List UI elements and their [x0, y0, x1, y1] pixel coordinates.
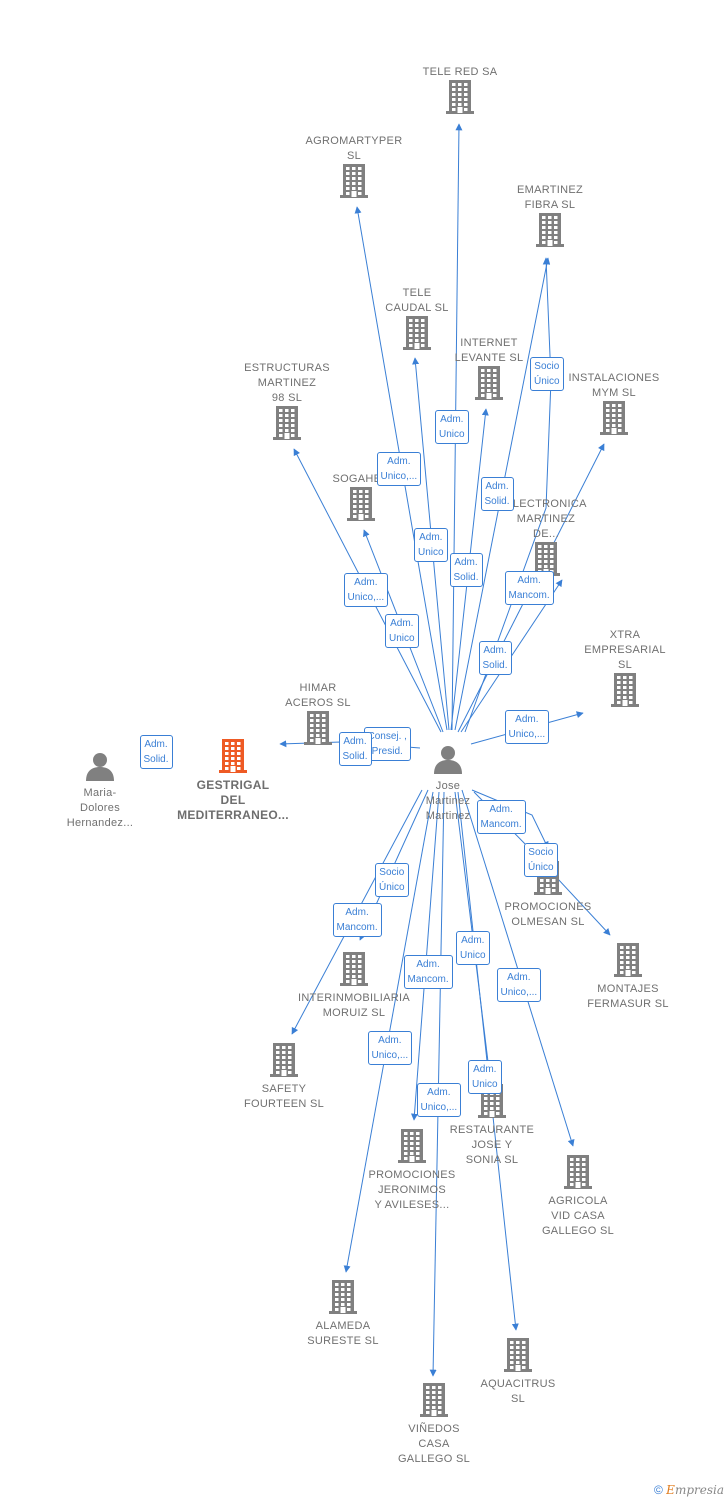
node-label: Maria- Dolores Hernandez... [66, 787, 134, 829]
edge-role-label: Adm. Mancom. [504, 571, 554, 605]
edge-role-label: Adm. Unico,... [416, 1083, 462, 1117]
node-safety-fourteen[interactable]: SAFETY FOURTEEN SL [224, 1043, 344, 1112]
node-label: ALAMEDA SURESTE SL [307, 1320, 379, 1347]
node-tele-red[interactable]: TELE RED SA [400, 65, 520, 119]
building-icon [258, 711, 378, 750]
edge-jose-martinez-to-emartinez-fibra [464, 257, 552, 733]
node-label: INSTALACIONES MYM SL [568, 372, 660, 399]
building-icon [294, 164, 414, 203]
edge-role-label: Adm. Unico,... [496, 968, 542, 1002]
node-label: EMARTINEZ FIBRA SL [516, 184, 584, 211]
node-label: XTRA EMPRESARIAL SL [584, 629, 666, 671]
node-label: INTERINMOBILIARIA MORUIZ SL [297, 992, 411, 1019]
edge-role-label: Adm. Unico,... [376, 452, 422, 486]
node-himar-aceros[interactable]: HIMAR ACEROS SL [258, 681, 378, 750]
building-icon [400, 80, 520, 119]
node-aquacitrus[interactable]: AQUACITRUS SL [458, 1338, 578, 1407]
edge-role-label: Adm. Unico [385, 614, 419, 648]
edge-role-label: Adm. Unico [435, 410, 469, 444]
edge-role-label: Adm. Solid. [338, 732, 372, 766]
building-icon [568, 943, 688, 982]
node-xtra-empresarial[interactable]: XTRA EMPRESARIAL SL [565, 628, 685, 712]
edge-role-label: Adm. Mancom. [476, 800, 526, 834]
edge-jose-martinez-to-promociones-olmesan [471, 789, 549, 849]
node-promociones-jeronimos[interactable]: PROMOCIONES JERONIMOS Y AVILESES... [352, 1129, 472, 1213]
building-icon [357, 316, 477, 355]
edge-role-label: Adm. Unico,... [367, 1031, 413, 1065]
node-label: PROMOCIONES JERONIMOS Y AVILESES... [368, 1169, 456, 1211]
building-icon [374, 1383, 494, 1422]
edge-role-label: Adm. Unico [456, 931, 490, 965]
node-gestrigal[interactable]: GESTRIGAL DEL MEDITERRANEO... [173, 739, 293, 823]
node-label: HIMAR ACEROS SL [285, 682, 351, 709]
node-maria-dolores[interactable]: Maria- Dolores Hernandez... [40, 751, 160, 831]
node-label: ELECTRONICA MARTINEZ DE... [505, 498, 587, 540]
node-label: PROMOCIONES OLMESAN SL [504, 901, 592, 928]
building-icon [227, 406, 347, 445]
building-icon [429, 366, 549, 405]
edge-role-label: Adm. Mancom. [403, 955, 453, 989]
edge-role-label: Socio Único [524, 843, 558, 877]
node-label: ESTRUCTURAS MARTINEZ 98 SL [244, 362, 330, 404]
node-instalaciones-mym[interactable]: INSTALACIONES MYM SL [554, 371, 674, 440]
building-icon [224, 1043, 344, 1082]
node-sogaher[interactable]: SOGAHER [301, 472, 421, 526]
node-interinmobiliaria[interactable]: INTERINMOBILIARIA MORUIZ SL [294, 952, 414, 1021]
building-icon [565, 673, 685, 712]
node-jose-martinez[interactable]: Jose Martinez Martinez [388, 744, 508, 824]
building-icon [294, 952, 414, 991]
node-internet-levante[interactable]: INTERNET LEVANTE SL [429, 336, 549, 405]
node-emartinez-fibra[interactable]: EMARTINEZ FIBRA SL [490, 183, 610, 252]
node-label: TELE RED SA [422, 66, 498, 78]
node-agromartyper[interactable]: AGROMARTYPER SL [294, 134, 414, 203]
edge-role-label: Adm. Unico,... [504, 710, 550, 744]
node-agricola-vid[interactable]: AGRICOLA VID CASA GALLEGO SL [518, 1155, 638, 1239]
edge-role-label: Adm. Solid. [478, 641, 512, 675]
node-alameda-sureste[interactable]: ALAMEDA SURESTE SL [283, 1280, 403, 1349]
building-icon [352, 1129, 472, 1168]
node-label: SOGAHER [332, 473, 390, 485]
edge-role-label: Socio Único [375, 863, 409, 897]
node-label: AGROMARTYPER SL [305, 135, 403, 162]
node-label: Jose Martinez Martinez [425, 780, 471, 822]
node-label: AQUACITRUS SL [480, 1378, 556, 1405]
edge-role-label: Adm. Solid. [139, 735, 173, 769]
building-icon [173, 739, 293, 778]
node-label: VIÑEDOS CASA GALLEGO SL [397, 1423, 471, 1465]
building-icon [283, 1280, 403, 1319]
node-label: AGRICOLA VID CASA GALLEGO SL [541, 1195, 615, 1237]
node-label: RESTAURANTE JOSE Y SONIA SL [449, 1124, 535, 1166]
copyright-symbol: © [653, 1483, 663, 1497]
edge-role-label: Adm. Solid. [449, 553, 483, 587]
building-icon [490, 213, 610, 252]
node-label: SAFETY FOURTEEN SL [243, 1083, 325, 1110]
building-icon [518, 1155, 638, 1194]
edge-role-label: Adm. Unico [414, 528, 448, 562]
node-tele-caudal[interactable]: TELE CAUDAL SL [357, 286, 477, 355]
person-icon [388, 744, 508, 779]
node-label: TELE CAUDAL SL [385, 287, 449, 314]
building-icon [458, 1338, 578, 1377]
person-icon [40, 751, 160, 786]
node-montajes-fermasur[interactable]: MONTAJES FERMASUR SL [568, 943, 688, 1012]
edge-role-label: Adm. Unico,... [343, 573, 389, 607]
edge-role-label: Adm. Mancom. [332, 903, 382, 937]
edge-role-label: Adm. Solid. [480, 477, 514, 511]
node-label: MONTAJES FERMASUR SL [587, 983, 669, 1010]
edge-role-label: Adm. Unico [468, 1060, 502, 1094]
node-vinedos-casa[interactable]: VIÑEDOS CASA GALLEGO SL [374, 1383, 494, 1467]
building-icon [301, 487, 421, 526]
node-label: INTERNET LEVANTE SL [454, 337, 524, 364]
edge-role-label: Socio Único [530, 357, 564, 391]
node-label: GESTRIGAL DEL MEDITERRANEO... [177, 778, 289, 822]
brand-logo: Empresia [666, 1483, 724, 1497]
building-icon [554, 401, 674, 440]
node-estructuras-martinez[interactable]: ESTRUCTURAS MARTINEZ 98 SL [227, 361, 347, 445]
brand-footer: © Empresia [654, 1483, 724, 1497]
